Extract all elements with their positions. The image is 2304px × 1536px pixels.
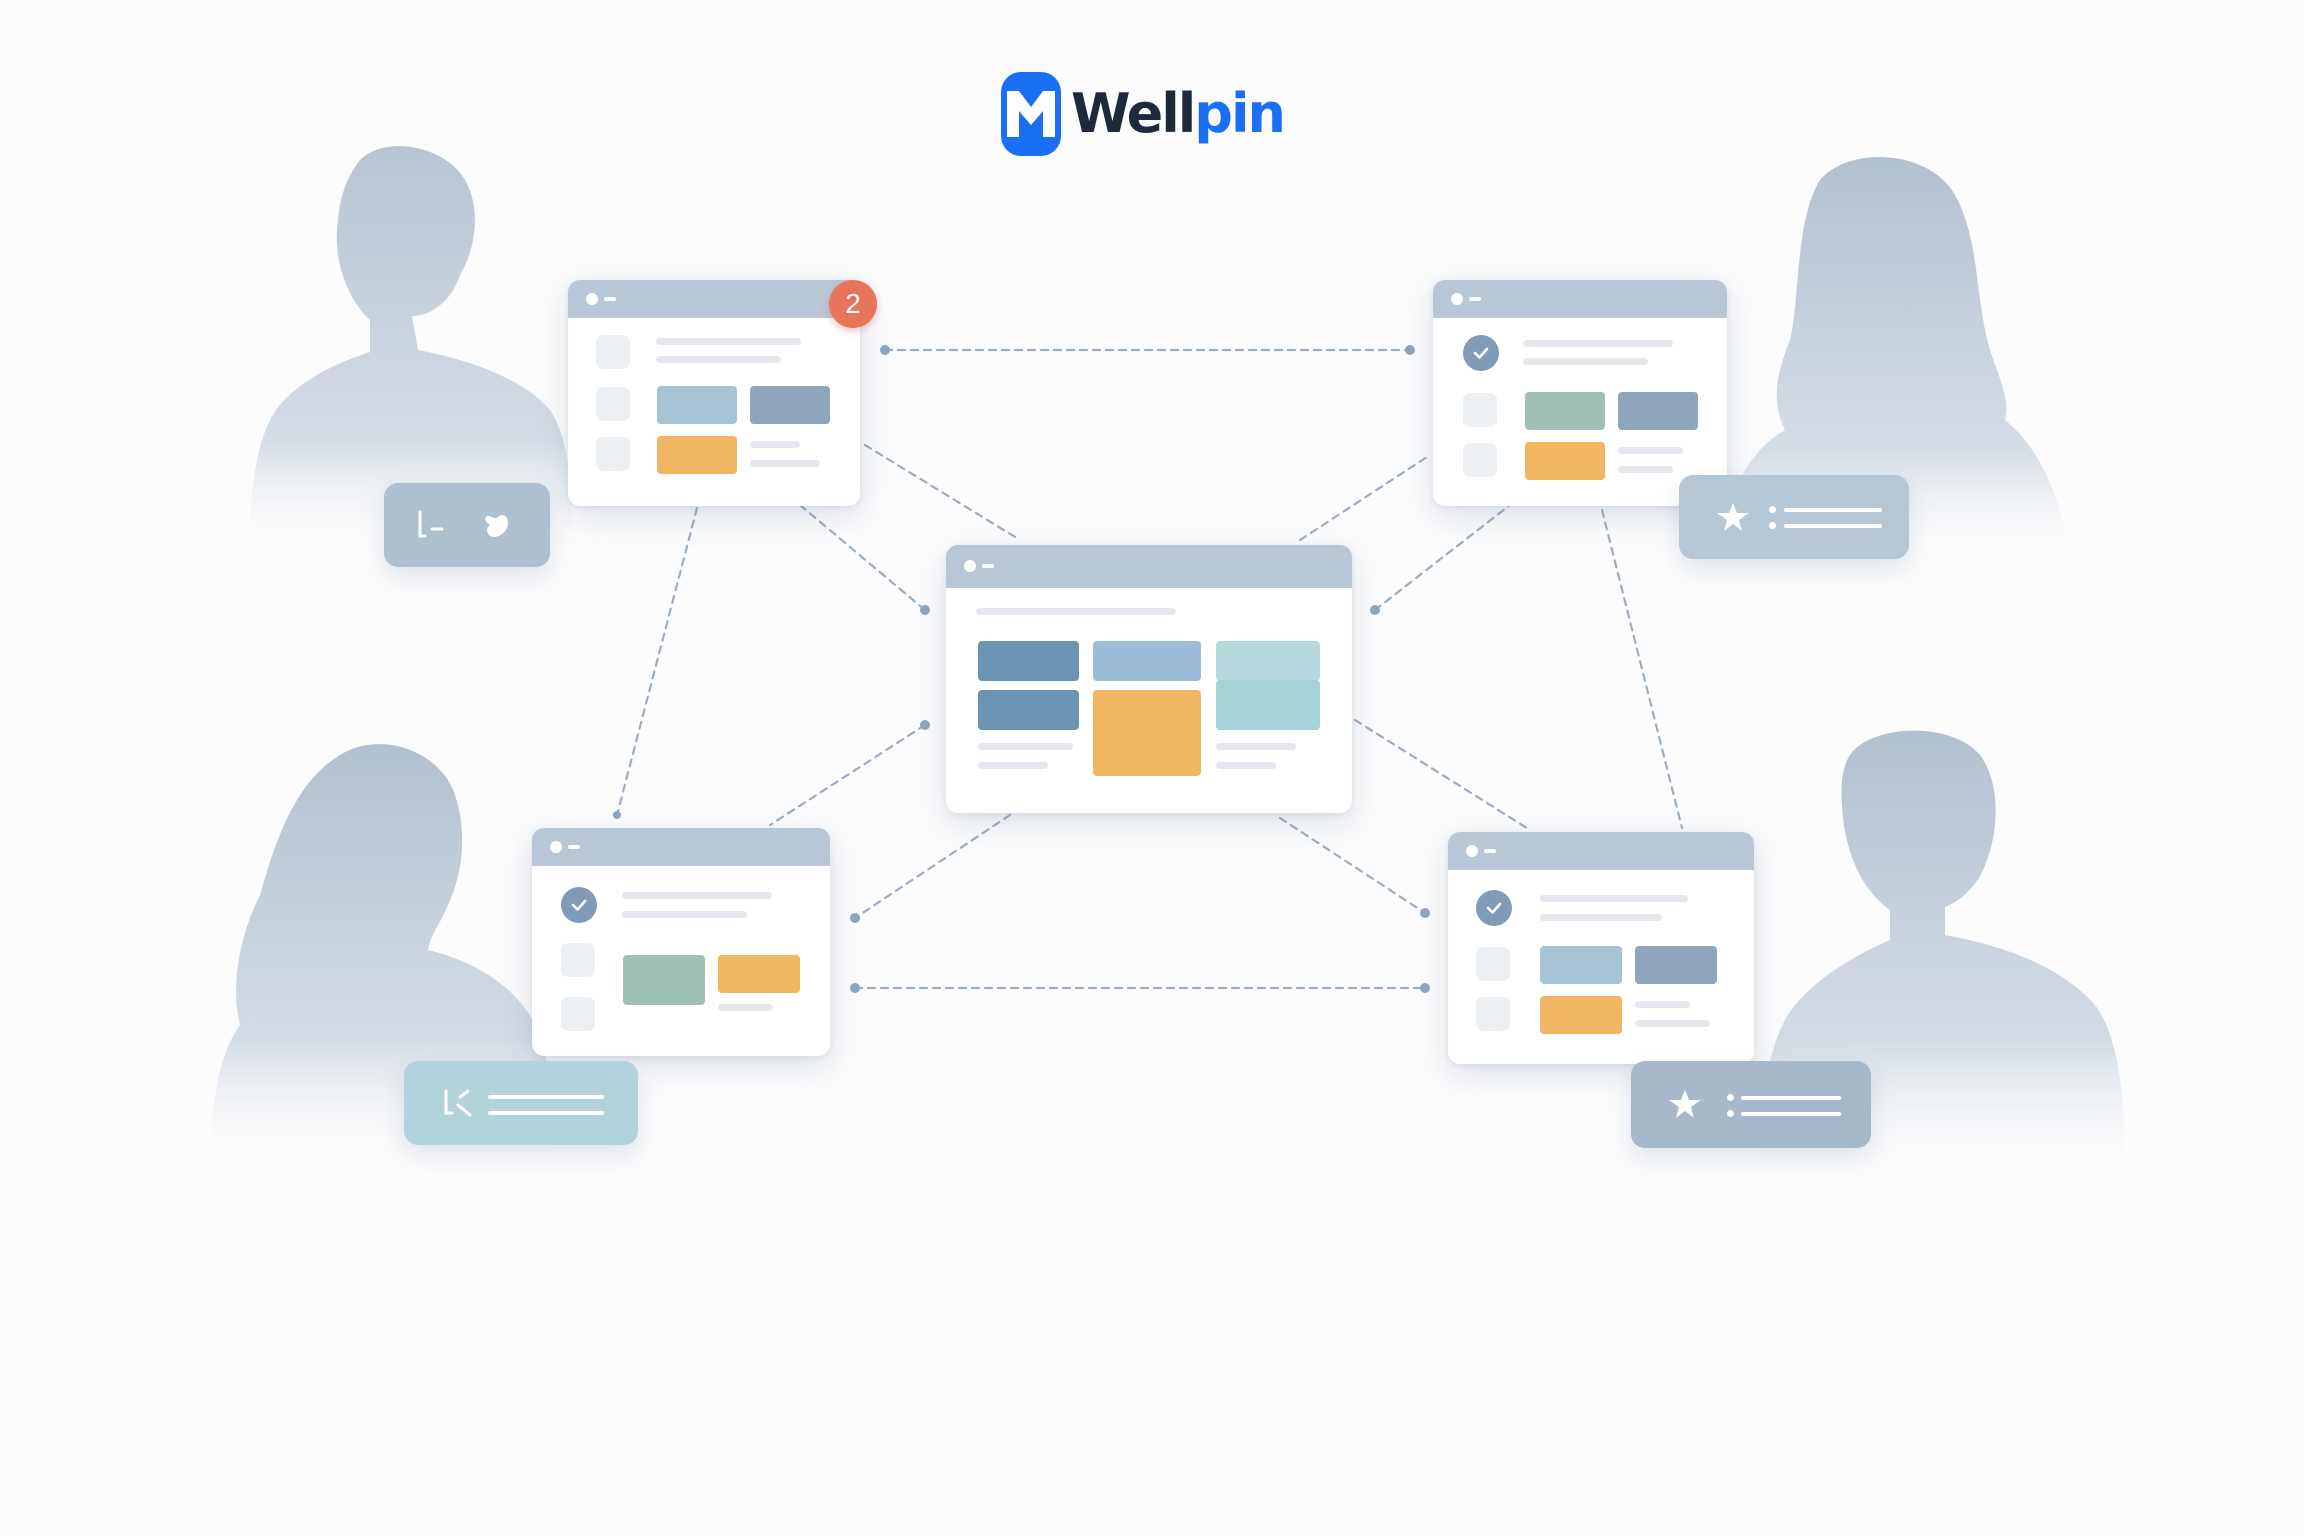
content-tile[interactable] (1618, 392, 1698, 430)
content-tile[interactable] (1540, 946, 1622, 984)
content-tile-highlight[interactable] (1540, 996, 1622, 1034)
text-line (1216, 762, 1276, 769)
app-window-top-right[interactable] (1433, 280, 1727, 506)
window-titlebar (946, 545, 1352, 588)
action-chip-bottom-left[interactable] (404, 1061, 638, 1145)
app-window-bottom-right[interactable] (1448, 832, 1754, 1064)
action-chip-bottom-right[interactable] (1631, 1061, 1871, 1148)
person-silhouette-icon (1760, 730, 2125, 1165)
text-line (656, 338, 801, 345)
avatar-placeholder (596, 335, 630, 369)
content-tile[interactable] (657, 386, 737, 424)
row-icon-placeholder (1463, 393, 1497, 427)
bolt-icon (414, 509, 448, 546)
check-circle-icon (561, 887, 597, 923)
window-titlebar (1448, 832, 1754, 870)
content-tile[interactable] (1525, 392, 1605, 430)
text-line (1540, 914, 1662, 921)
row-icon-placeholder (1476, 947, 1510, 981)
sparkle-icon (480, 507, 516, 548)
content-tile-highlight[interactable] (718, 955, 800, 993)
row-icon-placeholder (596, 437, 630, 471)
window-titlebar (568, 280, 860, 318)
text-line (622, 892, 772, 899)
dashboard-tile[interactable] (978, 641, 1079, 681)
dashboard-tile[interactable] (978, 690, 1079, 730)
content-tile-highlight[interactable] (1525, 442, 1605, 480)
text-line (978, 743, 1073, 750)
row-icon-placeholder (1476, 997, 1510, 1031)
row-icon-placeholder (561, 997, 595, 1031)
text-line (1635, 1001, 1690, 1008)
action-chip-top-right[interactable] (1679, 475, 1909, 559)
app-window-bottom-left[interactable] (532, 828, 830, 1056)
dashboard-tile[interactable] (1216, 641, 1320, 681)
person-woman-bottom-left (200, 735, 560, 1155)
text-line (750, 460, 820, 467)
person-man-bottom-right (1740, 725, 2130, 1165)
text-line (718, 1004, 773, 1011)
person-man-top-left (220, 140, 580, 540)
text-line (750, 441, 800, 448)
text-line (978, 762, 1048, 769)
window-titlebar (1433, 280, 1727, 318)
text-line (1523, 358, 1648, 365)
app-window-top-left[interactable] (568, 280, 860, 506)
content-tile-highlight[interactable] (657, 436, 737, 474)
app-window-center-dashboard[interactable] (946, 545, 1352, 813)
text-line (1523, 340, 1673, 347)
text-line (1216, 743, 1296, 750)
content-tile[interactable] (750, 386, 830, 424)
text-line (656, 356, 781, 363)
check-circle-icon (1463, 335, 1499, 371)
person-woman-top-right (1700, 150, 2080, 550)
text-line (976, 608, 1176, 615)
content-tile[interactable] (1635, 946, 1717, 984)
dashboard-tile[interactable] (1093, 641, 1201, 681)
brand-name-part2: pin (1194, 82, 1286, 145)
notification-badge[interactable]: 2 (829, 280, 877, 328)
brand-name: Wellpin (1071, 87, 1286, 141)
window-titlebar (532, 828, 830, 866)
star-icon (1667, 1088, 1703, 1125)
dashboard-tile-highlight[interactable] (1093, 690, 1201, 776)
row-icon-placeholder (596, 387, 630, 421)
text-line (1635, 1020, 1710, 1027)
check-circle-icon (1476, 890, 1512, 926)
text-line (1540, 895, 1688, 902)
brand-logo[interactable]: Wellpin (1001, 71, 1286, 157)
person-silhouette-icon (1720, 157, 2068, 550)
action-chip-top-left[interactable] (384, 483, 550, 567)
person-silhouette-icon (250, 146, 572, 540)
brand-name-part1: Well (1071, 82, 1196, 145)
text-line (1618, 466, 1673, 473)
sparkle-icon (440, 1087, 474, 1124)
row-icon-placeholder (561, 943, 595, 977)
content-tile[interactable] (623, 955, 705, 1005)
star-icon (1715, 501, 1751, 538)
text-line (622, 911, 747, 918)
wellpin-h-logo-icon (1001, 72, 1061, 156)
dashboard-tile[interactable] (1216, 680, 1320, 730)
row-icon-placeholder (1463, 443, 1497, 477)
text-line (1618, 447, 1683, 454)
person-silhouette-icon (210, 744, 555, 1155)
